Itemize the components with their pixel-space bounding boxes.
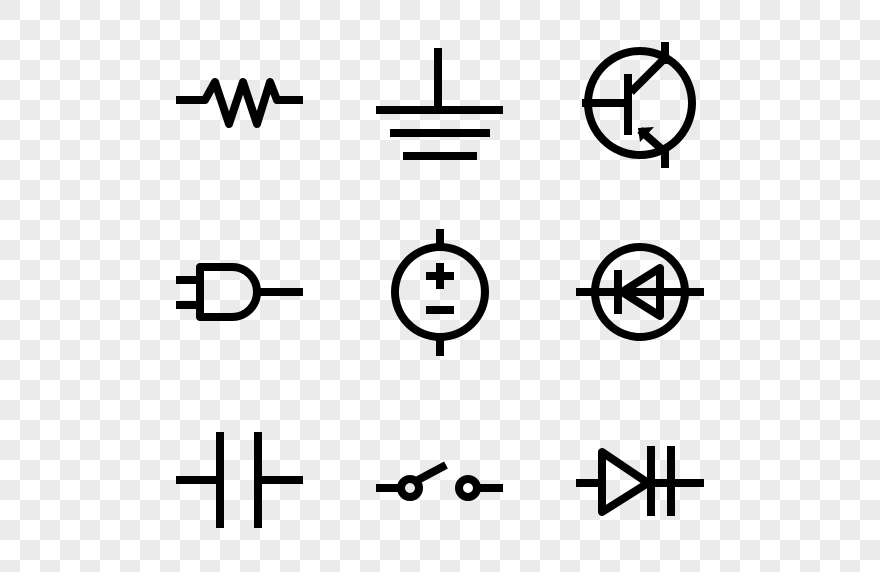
resistor-icon [176, 78, 303, 128]
transistor-icon [582, 42, 696, 168]
diode-capacitor-icon [576, 446, 704, 516]
and-gate-icon [176, 263, 303, 321]
ground-icon [376, 48, 503, 160]
diode-circle-icon [576, 243, 704, 341]
switch-icon [376, 461, 503, 501]
capacitor-icon [176, 432, 303, 528]
voltage-source-icon [391, 229, 489, 356]
